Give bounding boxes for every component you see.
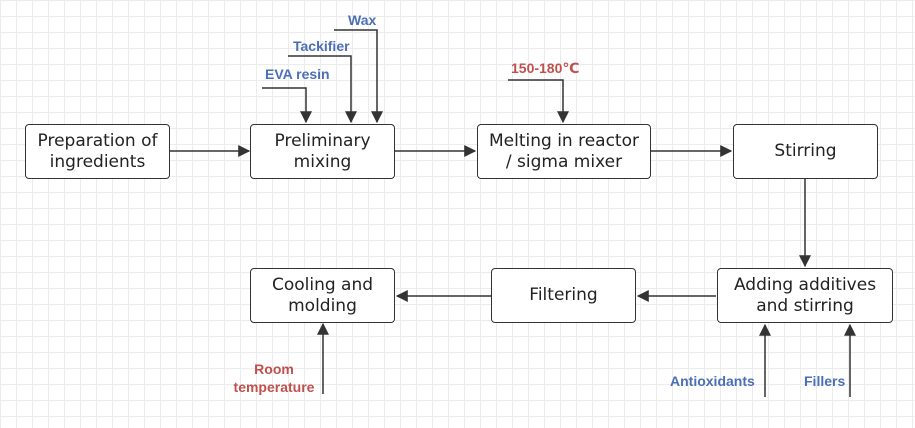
step-melting-label: Melting in reactor / sigma mixer: [488, 130, 639, 172]
arrow-tackifier: [288, 55, 357, 124]
step-melting: Melting in reactor / sigma mixer: [477, 124, 651, 179]
step-stirring-label: Stirring: [774, 141, 837, 161]
input-fillers-label: Fillers: [804, 373, 846, 389]
step-adding-additives-label: Adding additives and stirring: [733, 274, 877, 316]
condition-room-temperature-label: Room temperature: [233, 361, 315, 395]
arrow-eva-resin: [262, 87, 312, 124]
step-cooling-label: Cooling and molding: [271, 274, 374, 316]
step-cooling: Cooling and molding: [250, 268, 395, 323]
input-tackifier-label: Tackifier: [293, 38, 350, 54]
input-antioxidants-label: Antioxidants: [670, 373, 755, 389]
condition-temperature-label: 150-180℃: [511, 60, 580, 76]
step-filtering-label: Filtering: [529, 285, 598, 305]
step-stirring: Stirring: [733, 124, 878, 179]
step-preparation-label: Preparation of ingredients: [37, 130, 158, 172]
step-preliminary-mixing-label: Preliminary mixing: [274, 130, 371, 172]
input-wax-label: Wax: [348, 12, 377, 28]
step-filtering: Filtering: [491, 268, 636, 323]
input-eva-resin-label: EVA resin: [265, 66, 330, 82]
step-preliminary-mixing: Preliminary mixing: [250, 124, 395, 179]
arrow-temperature: [508, 79, 569, 124]
arrow-wax: [334, 29, 383, 124]
step-adding-additives: Adding additives and stirring: [717, 268, 893, 323]
step-preparation: Preparation of ingredients: [25, 124, 170, 179]
